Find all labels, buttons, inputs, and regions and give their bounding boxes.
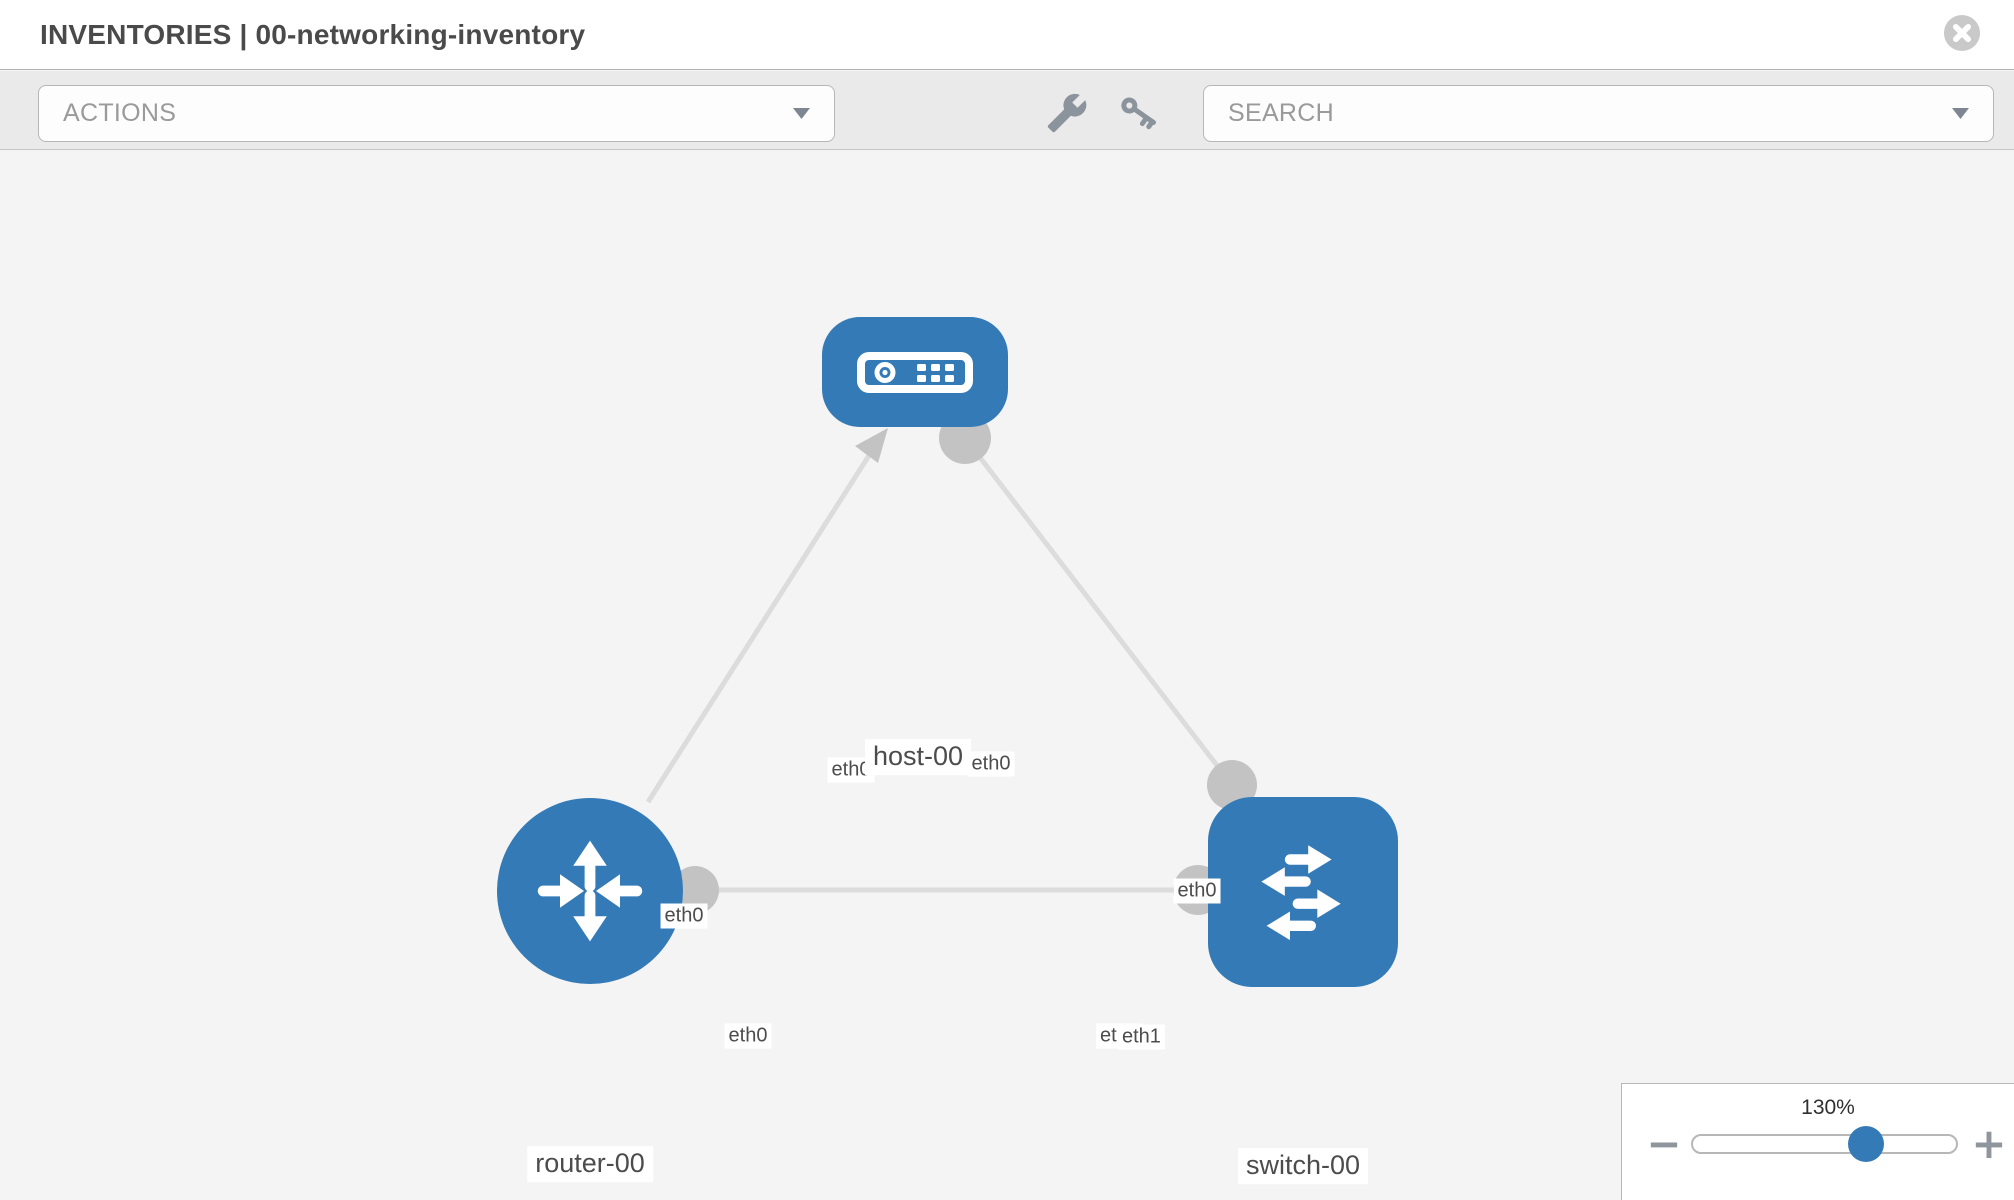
zoom-level: 130%: [1801, 1096, 1855, 1119]
zoom-slider-handle[interactable]: [1848, 1126, 1884, 1162]
header: INVENTORIES | 00-networking-inventory: [0, 0, 2014, 70]
interface-label: eth0: [660, 903, 708, 929]
switch-interface-dot-top: [1207, 760, 1257, 810]
interface-label: eth0: [967, 751, 1015, 777]
node-switch-00[interactable]: [1208, 797, 1398, 987]
node-label-router: router-00: [527, 1146, 653, 1182]
zoom-slider-track[interactable]: [1691, 1134, 1958, 1154]
zoom-in-button[interactable]: +: [1969, 1122, 2009, 1166]
actions-dropdown[interactable]: ACTIONS: [38, 85, 835, 142]
toolbar: ACTIONS SEARCH: [0, 71, 2014, 150]
link-arrowhead: [855, 428, 888, 463]
interface-label: eth0: [1173, 878, 1221, 904]
interface-label: eth0: [724, 1023, 772, 1049]
key-icon: [1121, 97, 1156, 130]
page-title: INVENTORIES | 00-networking-inventory: [40, 18, 586, 50]
wrench-icon: [1047, 93, 1087, 133]
chevron-down-icon: [793, 108, 810, 119]
link-host-router: [645, 430, 887, 804]
node-label-host: host-00: [864, 739, 972, 775]
topology-canvas[interactable]: eth0 eth0 host-00 eth0 eth0 eth0 eth0 et…: [0, 151, 2014, 1200]
zoom-out-button[interactable]: −: [1644, 1122, 1684, 1166]
switch-icon: [1261, 845, 1341, 941]
host-icon: [857, 352, 973, 393]
configure-button[interactable]: [1043, 89, 1091, 137]
times-circle-icon: [1943, 14, 1981, 52]
link-host-switch: [963, 436, 1234, 787]
router-icon: [537, 840, 643, 942]
node-label-switch: switch-00: [1237, 1148, 1369, 1184]
close-button[interactable]: [1943, 14, 1981, 52]
links: [645, 430, 1234, 893]
router-interface-dot: [671, 866, 719, 914]
node-host-00[interactable]: [822, 317, 1008, 427]
interfaces: [671, 412, 1257, 915]
search-dropdown-label: SEARCH: [1228, 99, 1334, 127]
search-dropdown[interactable]: SEARCH: [1203, 85, 1994, 142]
node-router-00[interactable]: [497, 798, 683, 984]
credentials-button[interactable]: [1116, 89, 1164, 137]
interface-label: eth1: [1118, 1024, 1165, 1050]
zoom-panel: 130% − +: [1621, 1083, 2014, 1200]
chevron-down-icon: [1952, 108, 1969, 119]
actions-dropdown-label: ACTIONS: [63, 99, 177, 127]
